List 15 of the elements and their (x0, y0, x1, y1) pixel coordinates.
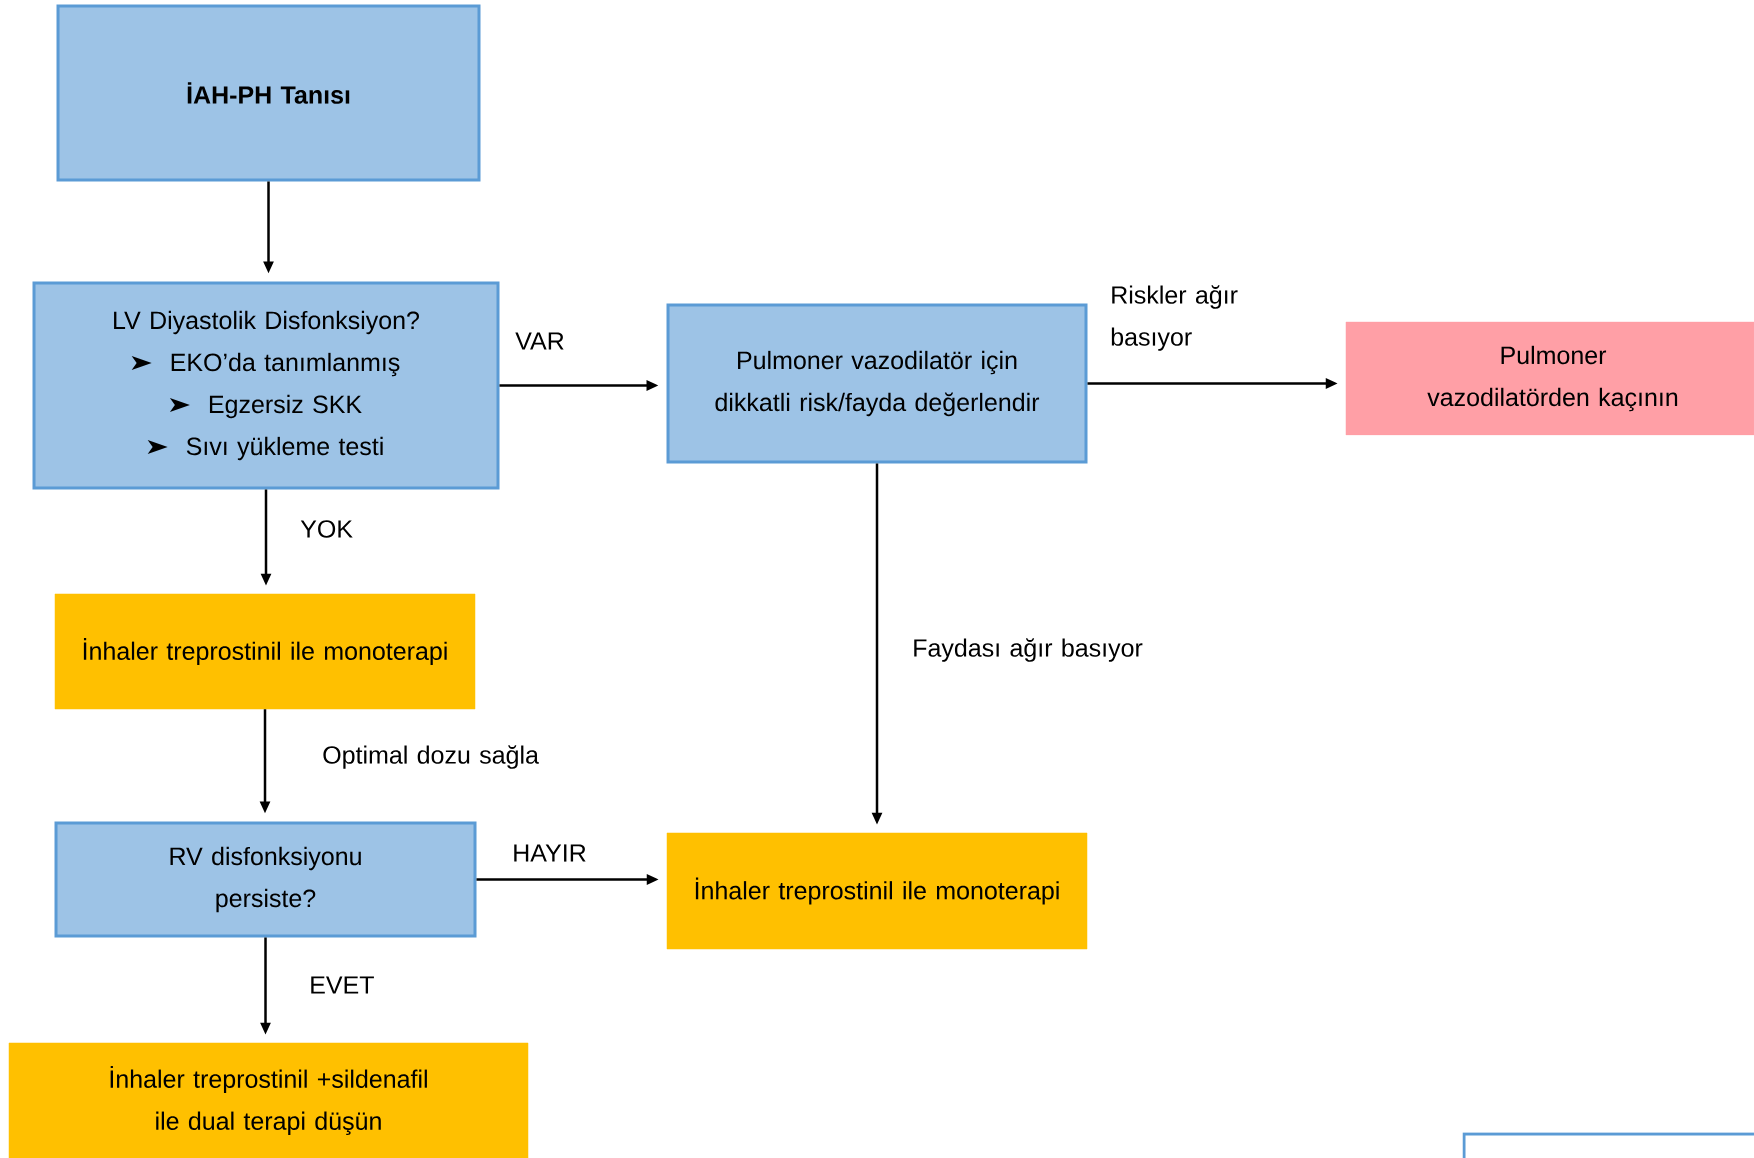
process-box: LV Diyastolik Disfonksiyon? EKO’da tanımlanmış Egzersiz SKK Sıvı yükleme testi (32, 281, 500, 490)
process-box: İAH-PH Tanısı (56, 4, 481, 182)
outcome-box: Pulmoner vazodilatörden kaçının (1345, 321, 1754, 436)
edge-label: EVET (311, 976, 374, 994)
treatment-box: İnhaler treprostinil ile monoterapi (666, 832, 1088, 950)
edge-label: Optimal dozu sağla (323, 745, 539, 769)
edge-label: Riskler ağır basıyor (1111, 285, 1238, 351)
edge-label: Faydası ağır basıyor (914, 638, 1143, 662)
treatment-box: İnhaler treprostinil ile monoterapi (54, 593, 476, 710)
edge-label: HAYIR (514, 844, 586, 862)
treatment-box: İnhaler treprostinil +sildenafil ile dual terapi düşün (8, 1042, 529, 1158)
edge-label: VAR (515, 332, 564, 350)
process-box: Pulmoner vazodilatör için dikkatli risk/fayda değerlendir (666, 303, 1088, 464)
process-box: RV disfonksiyonu persiste? (54, 821, 477, 938)
edge-label: YOK (300, 520, 353, 538)
